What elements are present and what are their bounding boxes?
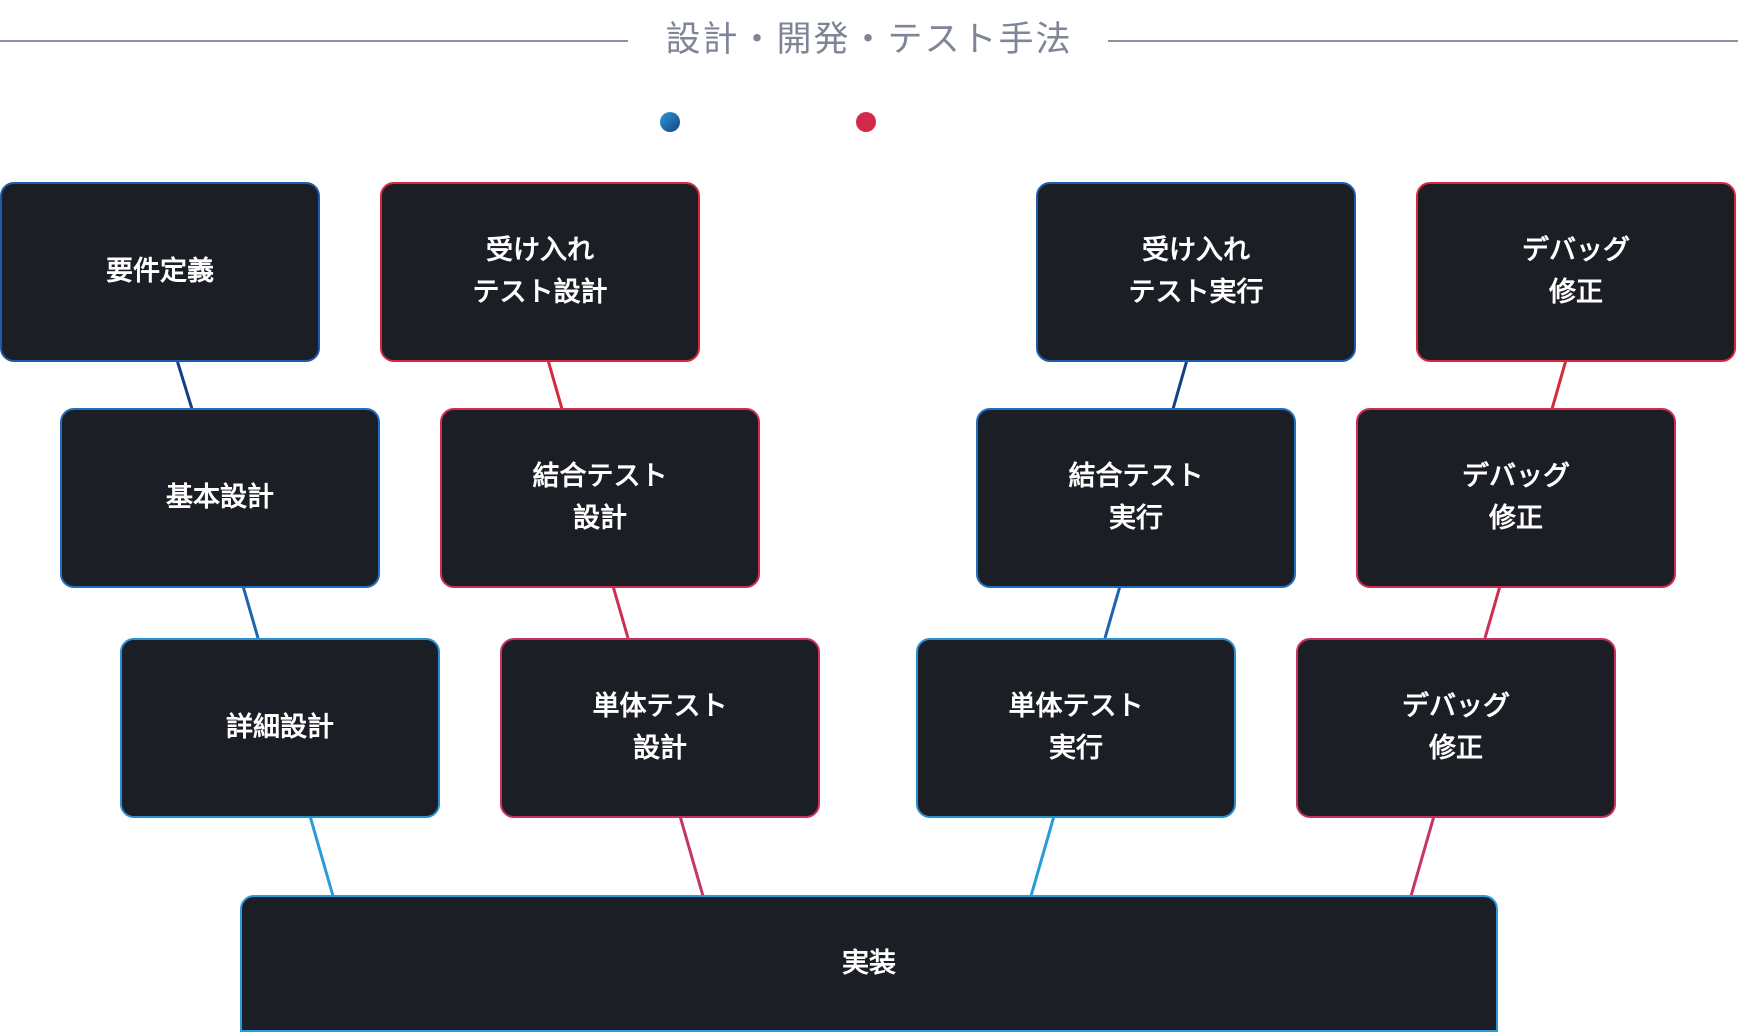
connector-detailed-implementation [308, 815, 335, 897]
box-unit-test-run: 単体テスト 実行 [916, 638, 1236, 818]
box-debug-fix-top-label: デバッグ 修正 [1522, 235, 1630, 308]
box-integration-test-run: 結合テスト 実行 [976, 408, 1296, 588]
title-rule-right [1108, 40, 1738, 42]
box-acceptance-test-run-label: 受け入れ テスト実行 [1128, 235, 1264, 308]
connector-debug-top-middle [1550, 359, 1568, 410]
box-requirements-label: 要件定義 [106, 256, 214, 287]
box-debug-fix-bottom: デバッグ 修正 [1296, 638, 1616, 818]
connector-unit-run-implementation [1029, 815, 1056, 897]
box-unit-test-design: 単体テスト 設計 [500, 638, 820, 818]
connector-debug-middle-bottom [1483, 585, 1502, 639]
box-integration-test-design-label: 結合テスト 設計 [532, 461, 668, 534]
box-unit-test-design-label: 単体テスト 設計 [592, 691, 728, 764]
box-acceptance-test-design: 受け入れ テスト設計 [380, 182, 700, 362]
legend-dot-design [660, 112, 680, 132]
connector-integration-unit-design [611, 585, 630, 639]
connector-acceptance-integration-run [1171, 359, 1189, 410]
connector-acceptance-integration-design [546, 359, 564, 410]
box-debug-fix-top: デバッグ 修正 [1416, 182, 1736, 362]
title-rule-left [0, 40, 628, 42]
connector-basic-detailed [241, 585, 260, 639]
box-debug-fix-middle: デバッグ 修正 [1356, 408, 1676, 588]
box-integration-test-design: 結合テスト 設計 [440, 408, 760, 588]
box-debug-fix-middle-label: デバッグ 修正 [1462, 461, 1570, 534]
box-basic-design-label: 基本設計 [166, 482, 274, 513]
legend-dot-test [856, 112, 876, 132]
box-implementation-label: 実装 [842, 947, 896, 979]
connector-integration-unit-run [1103, 585, 1122, 639]
box-detailed-design: 詳細設計 [120, 638, 440, 818]
box-debug-fix-bottom-label: デバッグ 修正 [1402, 691, 1510, 764]
box-unit-test-run-label: 単体テスト 実行 [1008, 691, 1144, 764]
connector-requirements-basic [175, 359, 194, 410]
box-acceptance-test-design-label: 受け入れ テスト設計 [472, 235, 608, 308]
diagram-title: 設計・開発・テスト手法 [665, 20, 1073, 60]
box-implementation: 実装 [240, 895, 1498, 1032]
box-detailed-design-label: 詳細設計 [226, 712, 334, 743]
connector-unit-design-implementation [678, 815, 705, 897]
box-basic-design: 基本設計 [60, 408, 380, 588]
box-acceptance-test-run: 受け入れ テスト実行 [1036, 182, 1356, 362]
box-requirements: 要件定義 [0, 182, 320, 362]
box-integration-test-run-label: 結合テスト 実行 [1068, 461, 1204, 534]
connector-debug-bottom-implementation [1409, 815, 1436, 897]
